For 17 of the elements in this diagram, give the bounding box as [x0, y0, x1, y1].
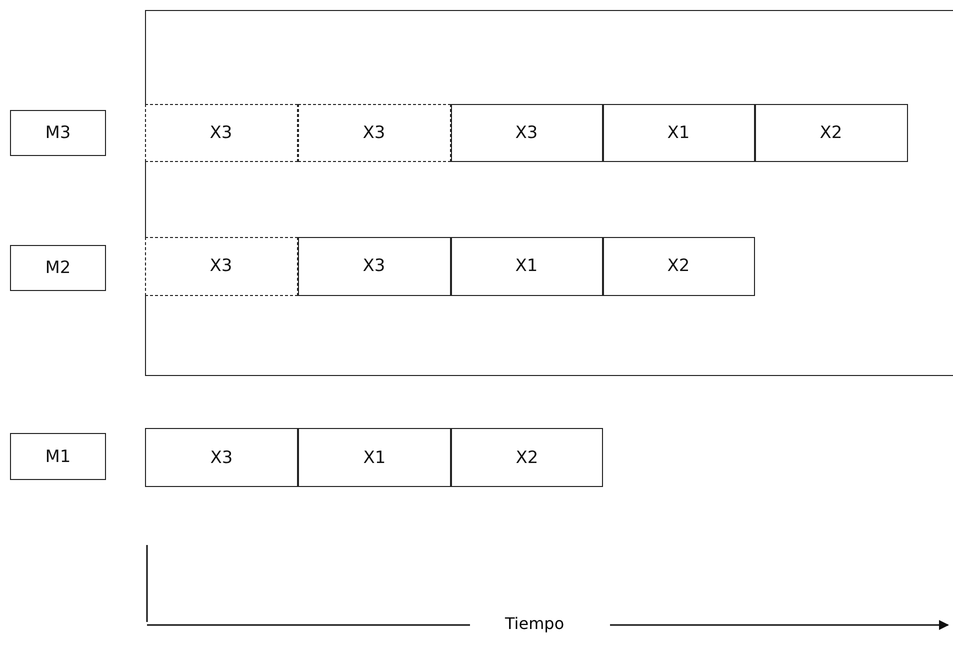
- machine-box: M1: [10, 433, 106, 480]
- pending-job-box: X3: [144, 104, 298, 162]
- job-box: X2: [754, 104, 908, 162]
- job-box: X3: [298, 236, 450, 296]
- job-box: X1: [450, 236, 602, 296]
- pending-job-box: X3: [144, 236, 298, 296]
- axis-label: Tiempo: [505, 614, 564, 633]
- job-box: X1: [298, 428, 451, 487]
- timeline-frame: [145, 10, 953, 376]
- machine-box: M3: [10, 110, 106, 156]
- pending-job-box: X3: [298, 104, 450, 162]
- job-box: X3: [450, 104, 602, 162]
- job-box: X1: [602, 104, 754, 162]
- job-box: X2: [451, 428, 603, 487]
- machine-box: M2: [10, 245, 106, 291]
- job-box: X2: [602, 236, 754, 296]
- job-box: X3: [145, 428, 298, 487]
